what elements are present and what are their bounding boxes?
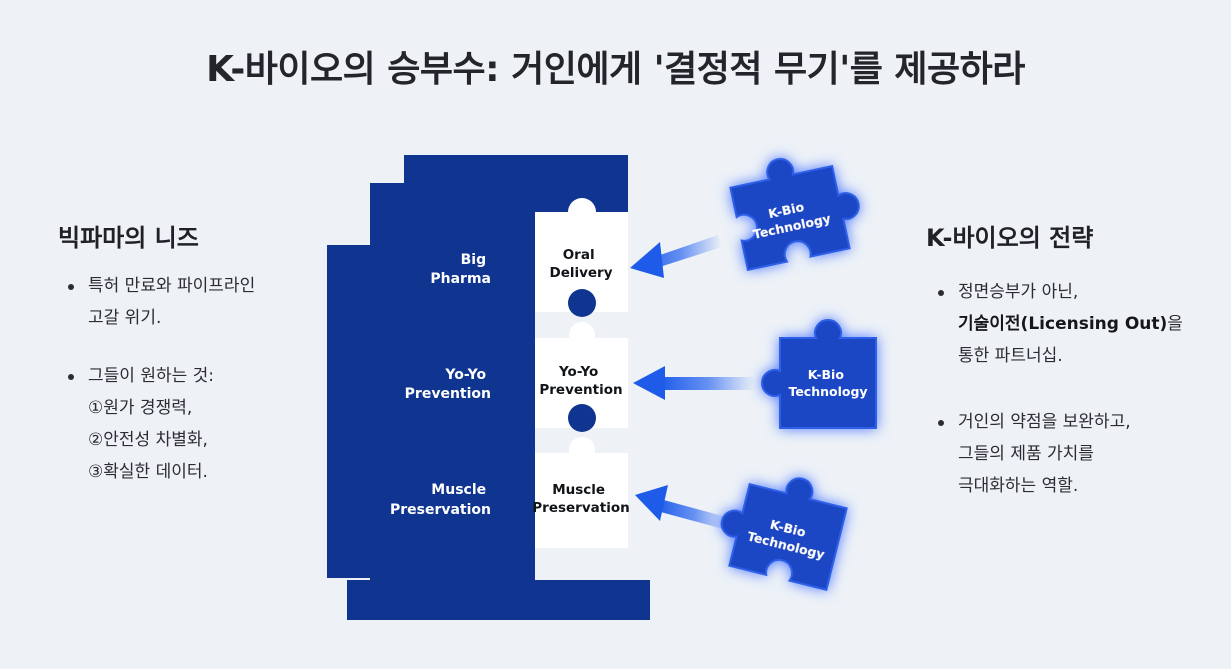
slot-oral-delivery [535, 235, 628, 312]
right-bullet-list: 정면승부가 아닌, 기술이전(Licensing Out)을 통한 파트너십. … [938, 276, 1183, 528]
svg-text:K-Bio Technology: K-Bio Technology [788, 367, 867, 399]
slot-notch [569, 322, 595, 348]
right-bullet-1: 정면승부가 아닌, 기술이전(Licensing Out)을 통한 파트너십. [938, 276, 1183, 372]
tower-knob [505, 483, 535, 513]
tower-knob [568, 289, 596, 317]
left-bullet-1-line-2: 고갈 위기. [88, 308, 162, 328]
tower-gap [535, 548, 628, 580]
slot-2-label: Yo-Yo Prevention [539, 364, 622, 398]
right-heading: K-바이오의 전략 [926, 224, 1094, 252]
row-2-left-label: Yo-Yo Prevention [405, 367, 491, 402]
left-bullet-2-line-4: ③확실한 데이터. [88, 462, 208, 482]
left-bullet-1: 특허 만료와 파이프라인 고갈 위기. [68, 270, 255, 334]
arrow-3 [635, 485, 730, 530]
right-bullet-2: 거인의 약점을 보완하고, 그들의 제품 가치를 극대화하는 역할. [938, 406, 1183, 502]
left-bullet-2-line-1: 그들이 원하는 것: [88, 366, 215, 386]
slot-notch [569, 437, 595, 463]
big-pharma-tower [327, 155, 650, 620]
row-1-left-label: Big Pharma [430, 252, 491, 287]
tower-knob [505, 368, 535, 398]
left-bullet-1-line-1: 특허 만료와 파이프라인 [88, 276, 256, 296]
right-bullet-1-line-1: 정면승부가 아닌, [958, 282, 1079, 302]
slot-yo-yo-prevention [535, 338, 628, 428]
slot-3-label: Muscle Preservation [532, 482, 629, 516]
tower-knob [568, 404, 596, 432]
licensing-out-emphasis: 기술이전(Licensing Out) [958, 314, 1168, 334]
right-bullet-1-line-2: 기술이전(Licensing Out)을 [958, 308, 1183, 340]
right-bullet-2-line-3: 극대화하는 역할. [958, 476, 1079, 496]
slot-notch [568, 198, 596, 226]
tower-knob [505, 253, 535, 283]
right-bullet-1-line-2-rest: 을 [1167, 314, 1183, 334]
left-bullet-2-line-2: ①원가 경쟁력, [88, 398, 193, 418]
right-bullet-2-line-2: 그들의 제품 가치를 [958, 444, 1094, 464]
k-bio-puzzle-piece-3: K-Bio Technology [720, 477, 848, 592]
left-bullet-2: 그들이 원하는 것: ①원가 경쟁력, ②안전성 차별화, ③확실한 데이터. [68, 360, 255, 488]
row-3-left-label: Muscle Preservation [390, 482, 491, 518]
arrow-2 [633, 366, 755, 400]
left-heading: 빅파마의 니즈 [58, 224, 199, 252]
k-bio-puzzle-piece-2: K-Bio Technology [761, 319, 877, 429]
tower-body [327, 155, 650, 620]
right-bullet-1-line-3: 통한 파트너십. [958, 346, 1063, 366]
right-bullet-2-line-1: 거인의 약점을 보완하고, [958, 412, 1131, 432]
page-title: K-바이오의 승부수: 거인에게 '결정적 무기'를 제공하라 [206, 49, 1025, 90]
left-bullet-2-line-3: ②안전성 차별화, [88, 430, 208, 450]
slot-1-label: Oral Delivery [549, 247, 612, 281]
k-bio-puzzle-piece-1: K-Bio Technology [729, 158, 860, 272]
arrow-1 [630, 235, 722, 278]
left-bullet-list: 특허 만료와 파이프라인 고갈 위기. 그들이 원하는 것: ①원가 경쟁력, … [68, 270, 255, 514]
slot-muscle-preservation [535, 453, 628, 548]
